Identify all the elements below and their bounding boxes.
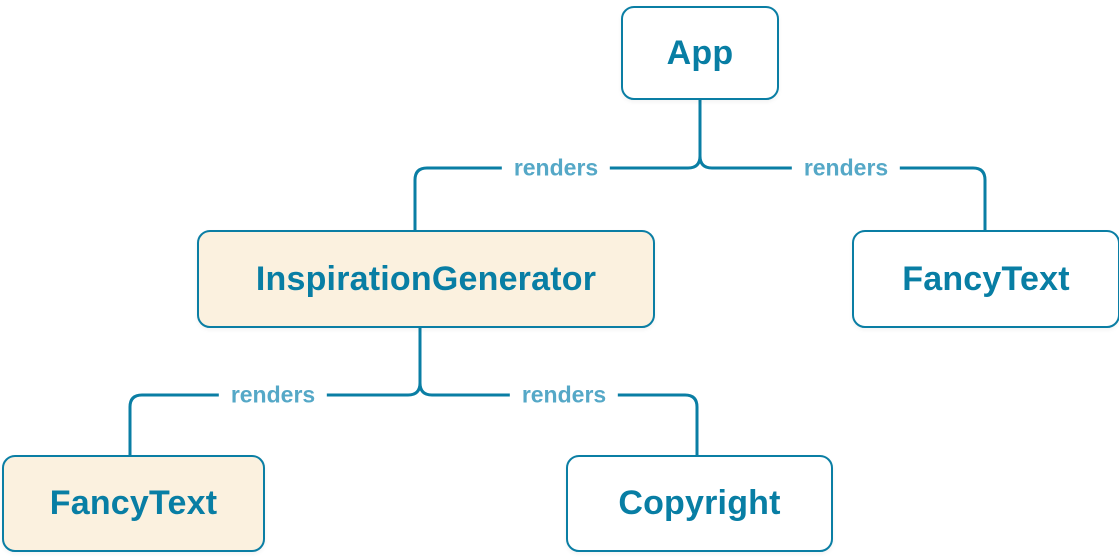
node-copyright: Copyright xyxy=(566,455,833,552)
node-fancy-text-bottom-label: FancyText xyxy=(49,484,218,522)
node-fancy-text-bottom: FancyText xyxy=(2,455,265,552)
node-fancy-text-top-label: FancyText xyxy=(902,259,1070,298)
node-app-label: App xyxy=(666,33,734,72)
node-inspiration-generator: InspirationGenerator xyxy=(197,230,655,328)
edge-label-renders-inspiration-fancytext: renders xyxy=(218,379,328,411)
node-inspiration-generator-label: InspirationGenerator xyxy=(255,259,597,298)
node-app: App xyxy=(621,6,779,100)
edge-label-renders-app-inspiration: renders xyxy=(501,152,611,184)
edge-label-renders-inspiration-copyright: renders xyxy=(509,379,619,411)
node-copyright-label: Copyright xyxy=(618,484,781,522)
node-fancy-text-top: FancyText xyxy=(852,230,1119,328)
edge-label-renders-app-fancytext: renders xyxy=(791,152,901,184)
